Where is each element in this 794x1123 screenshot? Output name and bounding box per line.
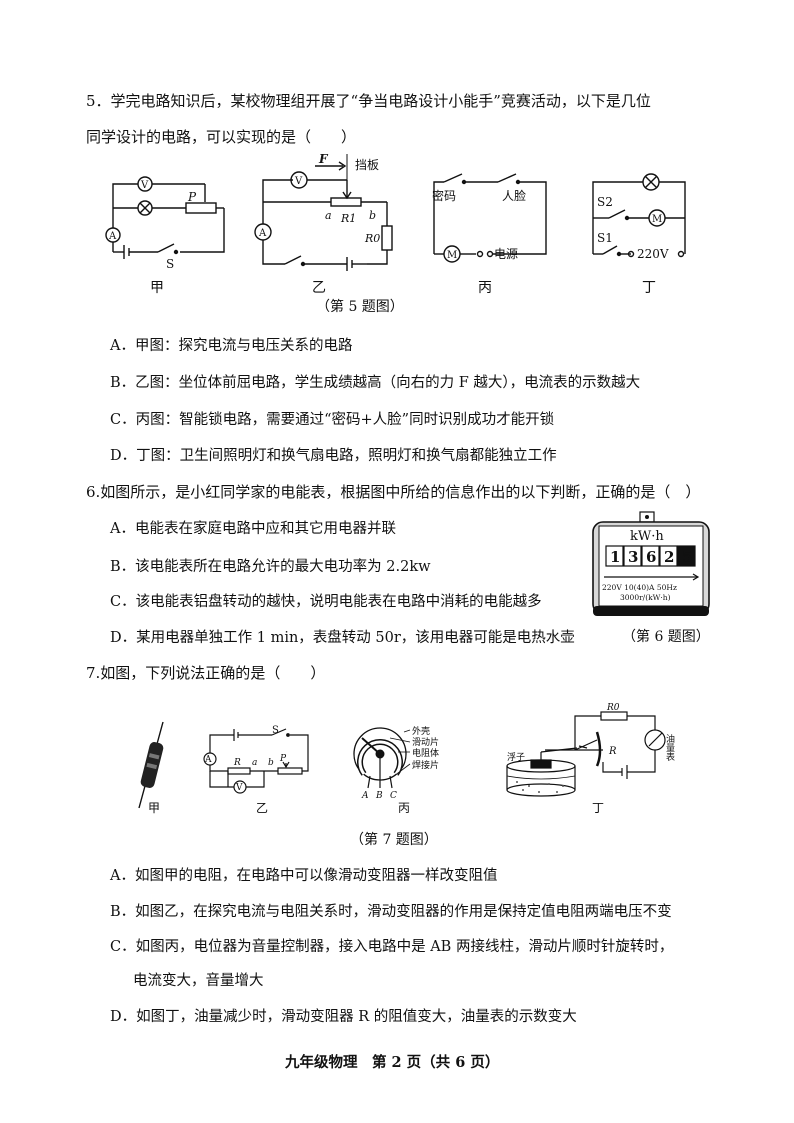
q5-option-b: B．乙图：坐位体前屈电路，学生成绩越高（向右的力 F 越大），电流表的示数越大 — [110, 375, 641, 391]
q6-caption: （第 6 题图） — [622, 629, 710, 645]
q7-ding-fuzi: 浮子 — [507, 751, 525, 763]
q5-fig-ding-caption: 丁 — [642, 280, 656, 296]
yi-dangban-label: 挡板 — [355, 158, 379, 172]
q5-stem-line2: 同学设计的电路，可以实现的是（ ） — [86, 128, 357, 146]
q7-figure-ding: R0 R 油量表 浮子 — [506, 703, 675, 797]
page-footer: 九年级物理 第 2 页（共 6 页） — [285, 1054, 500, 1071]
q5-fig-yi-caption: 乙 — [312, 280, 326, 296]
jia-p-label: P — [187, 190, 197, 204]
q7-ding-youliangbiao: 油量表 — [664, 733, 675, 762]
q7-stem: 7.如图，下列说法正确的是（ ） — [86, 664, 326, 682]
bing-dianyuan-label: 电源 — [494, 247, 518, 261]
q7-figure-yi: A V S R a b P — [203, 725, 309, 794]
q6-option-d: D．某用电器单独工作 1 min，表盘转动 50r，该用电器可能是电热水壶 — [110, 630, 575, 646]
q7-option-c: C．如图丙，电位器为音量控制器，接入电路中是 AB 两接线柱，滑动片顺时针旋转时… — [110, 939, 674, 955]
q5-fig-bing-caption: 丙 — [478, 280, 492, 296]
meter-digit: 3 — [628, 548, 638, 566]
q5-figure-bing: 密码 人脸 M 电源 — [432, 173, 547, 263]
q7-figure-bing: 外壳 滑动片 电阻体 焊接片 A B C — [353, 725, 439, 801]
q7-fig-yi-caption: 乙 — [256, 801, 269, 815]
q7-option-a: A．如图甲的电阻，在电路中可以像滑动变阻器一样改变阻值 — [110, 868, 498, 884]
yi-ammeter-label: A — [258, 228, 267, 239]
meter-digit: 5 — [682, 548, 692, 566]
meter-digit-box — [605, 545, 624, 567]
q7-bing-b: B — [375, 791, 383, 801]
meter-spec-line1: 220V 10(40)A 50Hz — [602, 583, 677, 592]
jia-s-label: S — [166, 257, 174, 271]
q6-option-c: C．该电能表铝盘转动的越快，说明电能表在电路中消耗的电能越多 — [110, 594, 542, 610]
q5-option-a: A．甲图：探究电流与电压关系的电路 — [110, 338, 353, 354]
q7-yi-r: R — [233, 758, 241, 768]
q7-fig-bing-caption: 丙 — [398, 801, 411, 815]
meter-unit-label: kW·h — [630, 529, 664, 544]
q7-yi-ammeter: A — [204, 755, 212, 765]
q7-bing-huadongpian: 滑动片 — [412, 736, 439, 748]
yi-b-label: b — [369, 209, 376, 222]
jia-ammeter-label: A — [108, 231, 117, 242]
q7-option-b: B．如图乙，在探究电流与电阻关系时，滑动变阻器的作用是保持定值电阻两端电压不变 — [110, 904, 672, 920]
q6-option-b: B．该电能表所在电路允许的最大电功率为 2.2kw — [110, 559, 431, 575]
q7-yi-p: P — [279, 754, 287, 764]
q5-stem-line1: 5．学完电路知识后，某校物理组开展了“争当电路设计小能手”竞赛活动，以下是几位 — [86, 92, 651, 110]
meter-spec-line2: 3000r/(kW·h) — [620, 593, 671, 602]
jia-voltmeter-label: V — [140, 180, 149, 191]
q5-figure-yi: V A F 挡板 a R1 b R0 — [254, 152, 393, 271]
meter-digit-box — [641, 545, 660, 567]
q7-bing-a: A — [361, 791, 369, 801]
q6-stem: 6.如图所示，是小红同学家的电能表，根据图中所给的信息作出的以下判断，正确的是（… — [86, 483, 701, 501]
q7-ding-r: R — [608, 746, 617, 757]
meter-digit-box — [659, 545, 678, 567]
q7-fig-jia-caption: 甲 — [148, 801, 161, 815]
ding-s1-label: S1 — [597, 231, 613, 245]
yi-r0-label: R0 — [364, 232, 380, 245]
q7-bing-dianzuti: 电阻体 — [412, 747, 439, 759]
bing-renlian-label: 人脸 — [502, 189, 526, 203]
ding-220v-label: 220V — [637, 247, 669, 261]
q7-fig-ding-caption: 丁 — [592, 801, 605, 815]
q7-figure-jia — [138, 721, 164, 809]
q7-bing-hanjiepian: 焊接片 — [412, 759, 439, 771]
meter-digit-box — [677, 545, 696, 567]
q5-figure-jia: V A P S — [105, 176, 225, 271]
q7-yi-s: S — [272, 725, 279, 736]
q7-yi-voltmeter: V — [235, 783, 243, 793]
bing-motor-label: M — [447, 250, 457, 261]
yi-a-label: a — [325, 209, 332, 222]
q7-yi-a: a — [252, 758, 257, 768]
meter-digit: 2 — [664, 548, 674, 566]
yi-f-label: F — [318, 152, 329, 166]
q5-option-d: D．丁图：卫生间照明灯和换气扇电路，照明灯和换气扇都能独立工作 — [110, 448, 557, 464]
meter-digit: 6 — [646, 548, 656, 566]
q5-fig-jia-caption: 甲 — [150, 280, 164, 296]
meter-digit: 1 — [610, 548, 620, 566]
q5-option-c: C．丙图：智能锁电路，需要通过“密码+人脸”同时识别成功才能开锁 — [110, 412, 555, 428]
yi-r1-label: R1 — [340, 212, 356, 225]
q7-caption: （第 7 题图） — [350, 832, 438, 848]
meter-digit-box — [623, 545, 642, 567]
q7-bing-waike: 外壳 — [412, 725, 430, 737]
q7-yi-b: b — [268, 758, 274, 768]
bing-mima-label: 密码 — [432, 188, 456, 203]
ding-motor-label: M — [652, 214, 662, 225]
q5-figure-ding: S2 S1 M 220V — [592, 173, 686, 261]
q7-option-d: D．如图丁，油量减少时，滑动变阻器 R 的阻值变大，油量表的示数变大 — [110, 1009, 577, 1025]
q5-caption: （第 5 题图） — [316, 299, 404, 315]
q7-option-c-cont: 电流变大，音量增大 — [133, 973, 264, 989]
q6-option-a: A．电能表在家庭电路中应和其它用电器并联 — [110, 521, 396, 537]
q7-bing-c: C — [390, 791, 397, 801]
ding-s2-label: S2 — [597, 195, 613, 209]
yi-voltmeter-label: V — [294, 176, 303, 187]
q7-ding-r0: R0 — [606, 703, 620, 713]
